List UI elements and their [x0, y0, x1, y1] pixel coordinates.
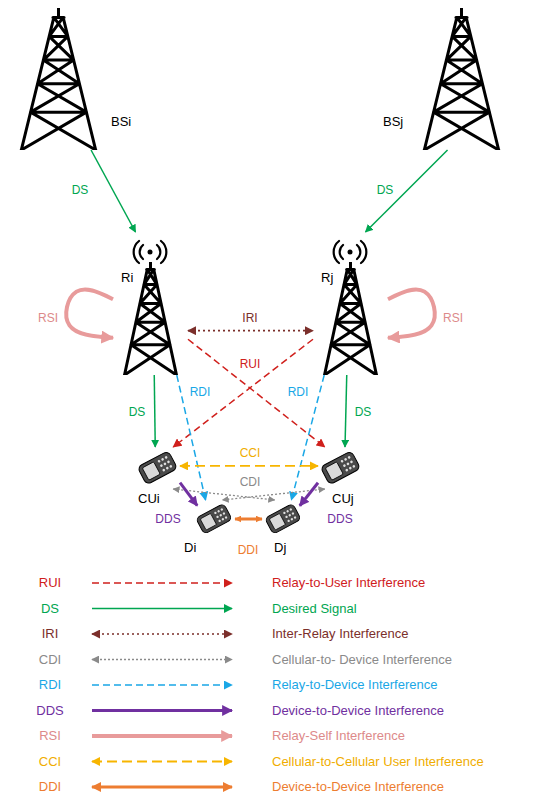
node-label: Rj [321, 270, 333, 286]
antenna-waves [334, 241, 367, 263]
legend-text: Cellular-to- Device Interference [272, 652, 452, 668]
edge-label: DDI [236, 542, 261, 558]
signal-arrow [366, 150, 448, 232]
signal-arrow [91, 150, 135, 232]
legend-abbreviation: CCI [25, 754, 75, 770]
legend-text: Desired Signal [272, 601, 357, 617]
legend-text: Device-to-Device Interference [272, 779, 444, 795]
antenna-dot [148, 250, 153, 255]
legend-line-sample [92, 709, 232, 712]
node-label: BSi [111, 114, 131, 130]
relay-tower: Rj [313, 232, 388, 375]
node-label: Ri [121, 270, 133, 286]
base-station-tower [21, 8, 95, 150]
legend-line-sample [92, 633, 232, 635]
legend-abbreviation: RSI [25, 728, 75, 744]
legend-text: Inter-Relay Interference [272, 626, 409, 642]
signal-arrow [300, 483, 318, 506]
node-label: CUj [332, 491, 354, 507]
edge-label: DDS [153, 511, 182, 527]
signal-arrow [188, 330, 313, 332]
legend-line-sample [92, 608, 232, 610]
antenna-waves [134, 241, 367, 263]
base-station: BSj [415, 8, 508, 150]
signal-arrow [188, 339, 325, 447]
signal-arrow [180, 465, 318, 467]
phone-icon [196, 503, 232, 534]
legend-abbreviation: DDI [25, 779, 75, 795]
self-loop-arrow [66, 289, 113, 337]
phone-icon [320, 451, 360, 485]
edge-label: CDI [238, 474, 263, 490]
signal-arrow [154, 375, 155, 447]
legend-text: Device-to-Device Interference [272, 703, 444, 719]
phone-icon [265, 503, 301, 534]
edge-label: CCI [238, 445, 263, 461]
edge-label: DDS [325, 511, 354, 527]
antenna-dot [348, 250, 353, 255]
base-station: BSi [12, 8, 105, 150]
legend-abbreviation: CDI [25, 652, 75, 668]
base-station-tower [424, 8, 498, 150]
cellular-user: CUj [318, 447, 363, 489]
self-loop-arrow [388, 289, 435, 337]
node-label: Di [184, 540, 196, 556]
legend-abbreviation: DS [25, 601, 75, 617]
signal-arrow [235, 518, 262, 521]
phone-icon [137, 451, 177, 485]
antenna-waves [134, 241, 167, 263]
edge-label: RSI [441, 310, 465, 326]
signal-arrow [345, 375, 347, 447]
legend-abbreviation: RDI [25, 677, 75, 693]
legend-line-sample [92, 734, 232, 738]
edge-label: RUI [238, 356, 263, 372]
edge-label: IRI [240, 310, 259, 326]
signal-arrow [173, 339, 313, 447]
edge-label: DS [70, 182, 91, 198]
cellular-user: CUi [135, 447, 180, 489]
legend-abbreviation: RUI [25, 575, 75, 591]
legend-line-sample [92, 684, 232, 686]
legend-text: Relay-to-Device Interference [272, 677, 437, 693]
d2d-device: Di [193, 500, 235, 538]
node-label: BSj [383, 114, 403, 130]
edge-label: DS [375, 182, 396, 198]
edge-label: RDI [188, 384, 213, 400]
node-label: Dj [274, 540, 286, 556]
relay-tower: Ri [113, 232, 188, 375]
edge-label: DS [127, 404, 148, 420]
legend-abbreviation: IRI [25, 626, 75, 642]
d2d-device: Dj [262, 500, 304, 538]
edge-label: DS [353, 404, 374, 420]
edge-label: RDI [286, 384, 311, 400]
legend-text: Relay-to-User Interference [272, 575, 425, 591]
legend-line-sample [92, 786, 232, 789]
legend-line-sample [92, 582, 232, 584]
legend-line-sample [92, 761, 232, 763]
edge-label: RSI [36, 310, 60, 326]
signal-arrow [180, 483, 197, 506]
node-label: CUi [138, 491, 160, 507]
legend-abbreviation: DDS [25, 703, 75, 719]
legend-text: Relay-Self Interference [272, 728, 405, 744]
legend-text: Cellular-to-Cellular User Interference [272, 754, 484, 770]
legend-line-sample [92, 659, 232, 660]
